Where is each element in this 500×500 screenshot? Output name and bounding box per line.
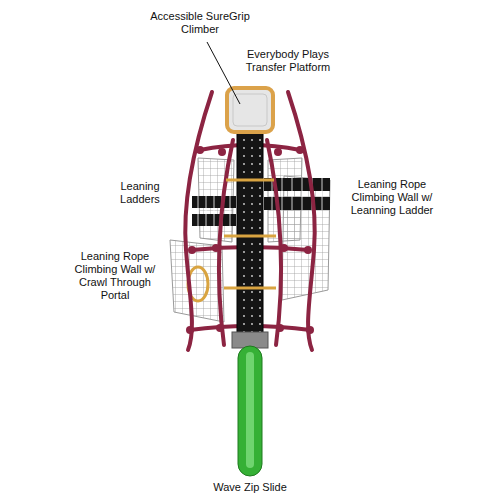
part-label: Leaning Rope Climbing Wall w/ Leanning L… bbox=[343, 178, 441, 217]
part-label: Leaning Rope Climbing Wall w/ Crawl Thro… bbox=[69, 250, 161, 302]
climber-rings bbox=[224, 180, 276, 288]
leader-line bbox=[207, 42, 240, 104]
suregrip-climber bbox=[237, 132, 263, 336]
wave-zip-slide bbox=[238, 346, 262, 476]
part-label: Everybody Plays Transfer Platform bbox=[241, 48, 336, 74]
transfer-platform bbox=[227, 88, 273, 132]
slide-bed bbox=[246, 352, 254, 468]
right-rope-wall bbox=[282, 176, 330, 300]
platform-deck bbox=[233, 94, 267, 126]
left-rope-wall bbox=[170, 240, 224, 322]
part-label: Leaning Ladders bbox=[110, 180, 170, 206]
part-label: Accessible SureGrip Climber bbox=[150, 10, 250, 36]
part-label: Wave Zip Slide bbox=[190, 481, 310, 494]
